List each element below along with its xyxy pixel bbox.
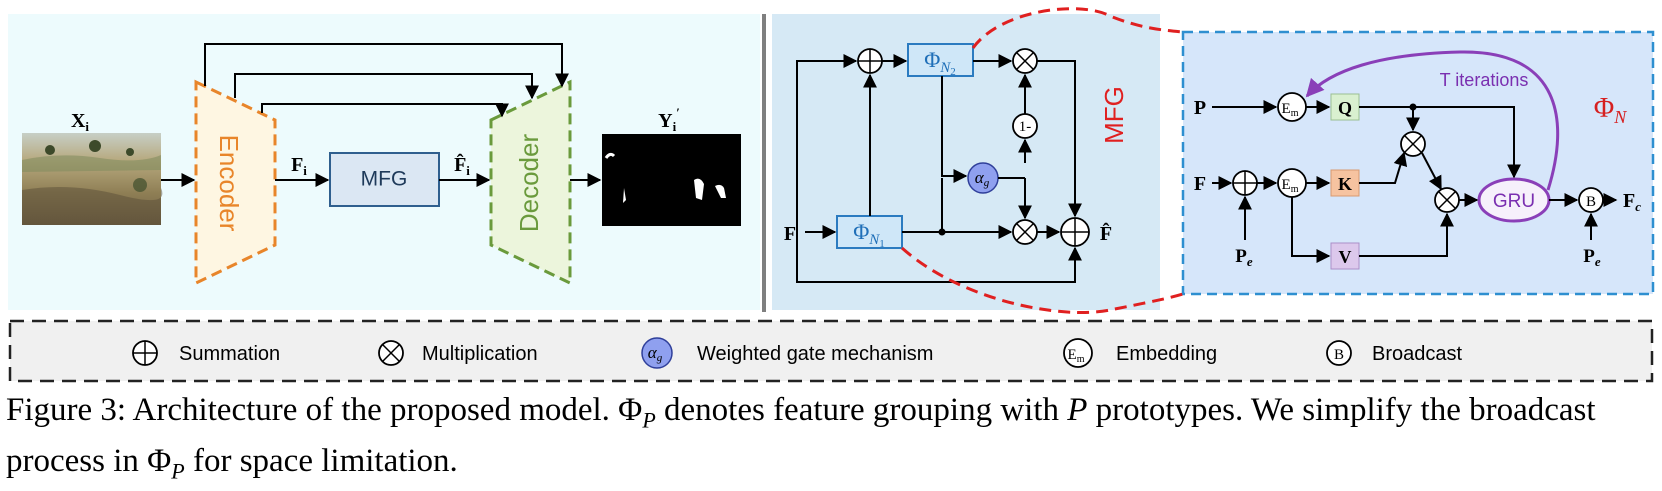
- alpha-gate-label: αg: [975, 168, 990, 189]
- pe2-input-label: Pe: [1583, 246, 1601, 269]
- mfg-mul-top-node: [1012, 48, 1038, 74]
- mfg-block-label: MFG: [361, 168, 408, 191]
- mfg-block: [329, 152, 440, 207]
- embed-node-top-label: Em: [1282, 101, 1299, 119]
- encoder-block: [194, 79, 277, 286]
- legend-summation-label: Summation: [179, 343, 280, 365]
- legend-multiplication-icon: [378, 340, 404, 366]
- input-image: [22, 133, 163, 225]
- v-block: [1330, 242, 1360, 270]
- mfg-input-label: F: [784, 223, 796, 245]
- overview-panel: Xi Encoder MFG Decoder Yi′ Fi F̂i: [8, 14, 760, 310]
- attention-mul-qk-node: [1400, 131, 1426, 157]
- decoder-block: [489, 79, 572, 286]
- one-minus-label: 1-: [1019, 119, 1032, 135]
- decoder-label: Decoder: [514, 134, 544, 233]
- phi-n2-block: [907, 43, 974, 77]
- legend-alpha-symbol: αg: [648, 343, 663, 364]
- skip-connection-3: [261, 103, 509, 118]
- attention-mul-v-node: [1434, 187, 1460, 213]
- phi-n-panel-bg: [1181, 30, 1655, 296]
- legend-broadcast-label: Broadcast: [1372, 343, 1462, 365]
- legend-multiplication-label: Multiplication: [422, 343, 538, 365]
- iterations-label: T iterations: [1440, 70, 1529, 90]
- f-input-label: F: [1194, 173, 1206, 195]
- phi-n-output-label: Fc: [1623, 190, 1641, 214]
- phi-n1-label: ΦN1: [853, 219, 885, 250]
- gru-label: GRU: [1493, 191, 1535, 212]
- legend-broadcast-symbol: B: [1334, 347, 1344, 363]
- p-input-label: P: [1194, 97, 1206, 119]
- mfg-mul-bottom-node: [1012, 219, 1038, 245]
- legend-box: [8, 319, 1654, 383]
- phi-n-junction-dot: [1409, 103, 1417, 111]
- encoder-label: Encoder: [214, 135, 244, 232]
- legend-embedding-label: Embedding: [1116, 343, 1217, 365]
- mfg-detail-panel: MFG ΦN2 ΦN1 1- αg: [772, 14, 1160, 310]
- feature-hat-label: F̂i: [454, 152, 470, 178]
- legend-weighted-gate-label: Weighted gate mechanism: [697, 343, 933, 365]
- pe-input-label: Pe: [1235, 246, 1253, 269]
- q-label: Q: [1338, 98, 1352, 118]
- mfg-junction-dot: [938, 228, 946, 236]
- k-block: [1330, 169, 1360, 197]
- v-label: V: [1339, 247, 1352, 267]
- legend-broadcast-icon: [1326, 340, 1352, 366]
- skip-connection-1: [204, 43, 569, 88]
- phi-n-title: ΦN: [1594, 93, 1627, 127]
- phi-n2-label: ΦN2: [924, 47, 956, 78]
- q-block: [1330, 93, 1360, 121]
- broadcast-node-label: B: [1586, 194, 1596, 210]
- zoom-connector-bottom: [900, 246, 1184, 314]
- mfg-sum-output-node: [1060, 217, 1090, 247]
- embed-node-bottom-label: Em: [1282, 177, 1299, 195]
- phi-n-detail-panel: ΦN P F Pe Pe Em Em Q K V: [1181, 30, 1655, 296]
- skip-connection-2: [234, 73, 539, 100]
- legend: Summation Multiplication αg Weighted gat…: [8, 319, 1654, 383]
- legend-embed-icon: [1063, 338, 1093, 368]
- mfg-wiring: [796, 54, 1082, 283]
- k-label: K: [1338, 174, 1352, 194]
- phi-n-sum-node: [1232, 170, 1258, 196]
- input-label: Xi: [71, 110, 89, 134]
- feature-label: Fi: [291, 154, 307, 178]
- mfg-output-label: F̂: [1100, 221, 1112, 245]
- zoom-connector-top: [971, 7, 1184, 49]
- figure-caption: Figure 3: Architecture of the proposed m…: [6, 392, 1596, 484]
- mfg-title: MFG: [1099, 86, 1129, 144]
- mfg-sum-top-node: [857, 48, 883, 74]
- output-label: Yi′: [658, 105, 680, 134]
- legend-alpha-icon: [641, 337, 673, 369]
- legend-summation-icon: [132, 340, 158, 366]
- iteration-loop-arrow: [1305, 50, 1560, 191]
- legend-embed-symbol: Em: [1068, 347, 1085, 365]
- output-mask-image: [602, 134, 741, 226]
- architecture-figure: Xi Encoder MFG Decoder Yi′ Fi F̂i: [8, 7, 1655, 383]
